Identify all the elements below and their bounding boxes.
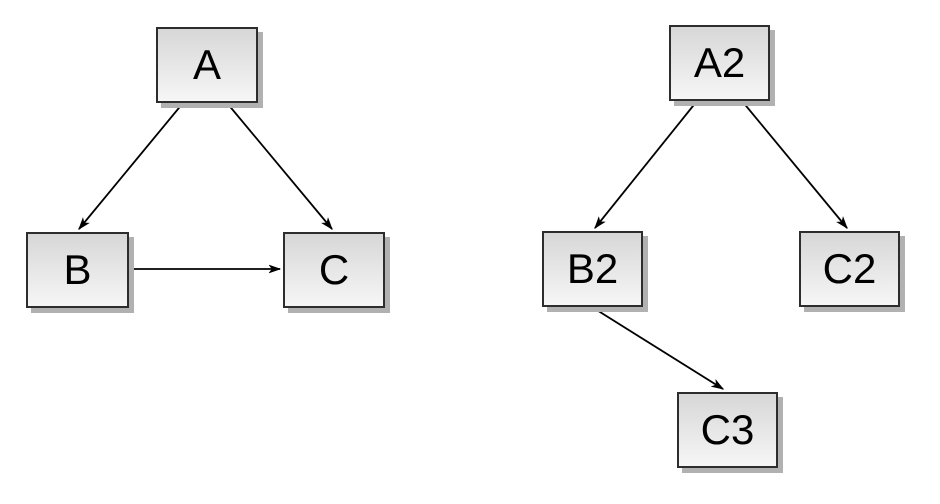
node-label-A2: A2 bbox=[693, 39, 746, 86]
edge-A-to-C bbox=[226, 102, 332, 229]
node-A2: A2 bbox=[669, 25, 770, 101]
edge-A-to-B bbox=[79, 102, 184, 229]
node-label-A: A bbox=[192, 41, 221, 88]
node-C3: C3 bbox=[677, 392, 778, 468]
edge-A2-to-B2 bbox=[595, 100, 698, 228]
node-B: B bbox=[26, 232, 129, 308]
node-label-C2: C2 bbox=[822, 245, 877, 292]
node-label-B2: B2 bbox=[566, 245, 619, 292]
node-label-C: C bbox=[318, 246, 350, 293]
node-label-B: B bbox=[63, 246, 92, 293]
edge-B2-to-C3 bbox=[591, 306, 723, 390]
node-C: C bbox=[283, 232, 385, 308]
node-A: A bbox=[156, 27, 258, 103]
node-B2: B2 bbox=[542, 231, 643, 307]
node-C2: C2 bbox=[799, 231, 900, 307]
node-label-C3: C3 bbox=[700, 406, 755, 453]
edge-A2-to-C2 bbox=[741, 100, 847, 228]
